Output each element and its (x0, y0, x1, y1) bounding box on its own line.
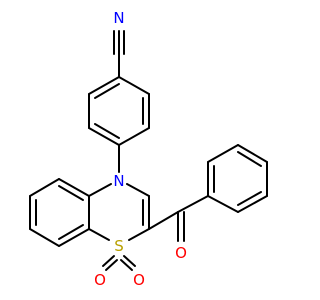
bond-ph1-6 (88, 76, 120, 95)
bond-ph3-5 (237, 195, 268, 213)
bond-c4a-n (88, 183, 112, 197)
atom-sulfonyl-o1: O (94, 271, 106, 289)
atom-labels: N N S O O O (94, 9, 187, 289)
bond-ph2-4 (29, 228, 60, 247)
bond-ph1-1 (118, 76, 150, 95)
bond-ph3-3-inner (237, 151, 262, 167)
bond-set (29, 30, 268, 271)
atom-sulfur: S (114, 237, 124, 255)
bond-ph3-2 (207, 144, 239, 163)
bond-s-o1-b (105, 259, 118, 271)
bond-ph2-1-inner (58, 185, 84, 201)
bond-ph1-4 (88, 127, 120, 146)
bond-ph2-5 (58, 228, 90, 247)
bond-s-o2-b (120, 259, 133, 271)
atom-ring-n: N (113, 172, 124, 190)
bond-s-o2-a (123, 255, 136, 267)
atom-sulfonyl-o2: O (133, 271, 145, 289)
bond-ph1-3 (118, 127, 150, 146)
atom-nitrile-n: N (113, 9, 124, 27)
bond-ph1-6-inner (94, 83, 120, 99)
bond-ph3-3 (237, 144, 268, 163)
bond-ph3-6 (207, 195, 239, 213)
bond-s-c8a (88, 228, 110, 241)
bond-c2-carbonyl (148, 211, 179, 230)
bond-n-to-c3 (126, 183, 150, 197)
bond-c2-s (128, 228, 150, 241)
bond-ph3-5-inner (237, 191, 262, 206)
bond-ph2-1 (58, 178, 90, 197)
bond-ph1-4-inner (94, 123, 120, 139)
bond-ph2-5-inner (58, 224, 84, 240)
bond-s-o1-a (102, 255, 115, 267)
bond-carbonyl-ph3 (177, 195, 209, 213)
molecule-structure: N N S O O O (29, 9, 268, 289)
atom-ketone-o: O (175, 244, 187, 262)
bond-ph2-2 (29, 178, 60, 197)
